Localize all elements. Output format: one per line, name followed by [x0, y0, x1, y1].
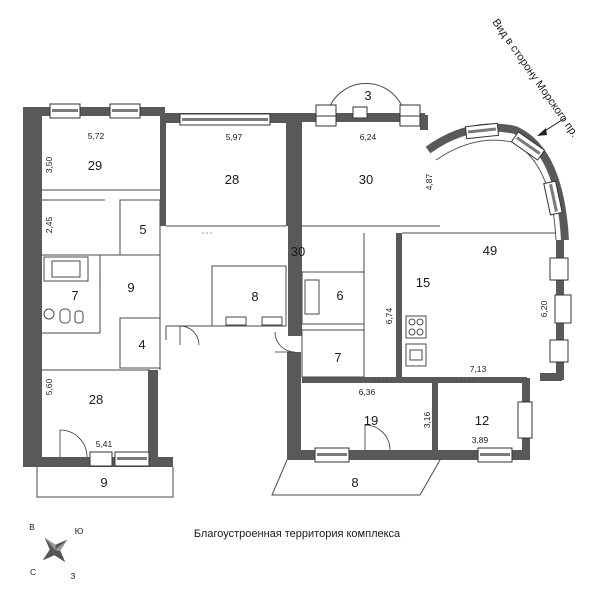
- room-areas: 29 28 30 3 49 5 30 7 9 8 6 15 4 7 28 19 …: [71, 88, 497, 490]
- room-area-28-top: 28: [225, 172, 239, 187]
- room-area-9-balcony: 9: [100, 475, 107, 490]
- dim-7-13: 7,13: [470, 364, 487, 374]
- room-area-12: 12: [475, 413, 489, 428]
- room-area-4: 4: [138, 337, 145, 352]
- dim-5-41: 5,41: [96, 439, 113, 449]
- compass-rose-icon: В Ю С З: [29, 522, 84, 581]
- room-area-7-small: 7: [334, 350, 341, 365]
- compass-w: З: [70, 571, 75, 581]
- compass-e: Ю: [75, 526, 84, 536]
- dim-6-24: 6,24: [360, 132, 377, 142]
- room-area-30-hall: 30: [291, 244, 305, 259]
- dim-5-72: 5,72: [88, 131, 105, 141]
- room-area-28-bottom: 28: [89, 392, 103, 407]
- dim-5-60: 5,60: [44, 378, 54, 395]
- room-49-bay: [425, 122, 569, 241]
- street-direction: Вид в сторону Морского пр.: [490, 17, 581, 140]
- room-area-5: 5: [139, 222, 146, 237]
- inner-walls: [42, 189, 556, 378]
- direction-arrow-icon: [537, 128, 547, 136]
- dim-3-16: 3,16: [422, 411, 432, 428]
- room-area-9-hall: 9: [127, 280, 134, 295]
- dimensions: 5,72 5,97 6,24 3,50 2,45 4,87 6,74 6,20 …: [44, 131, 549, 449]
- dim-6-74: 6,74: [384, 307, 394, 324]
- windows: [49, 103, 572, 467]
- dim-3-89: 3,89: [472, 435, 489, 445]
- room-area-30-top: 30: [359, 172, 373, 187]
- doors: [59, 232, 476, 458]
- caption-territory: Благоустроенная территория комплекса: [194, 528, 401, 540]
- street-label: Вид в сторону Морского пр.: [490, 17, 581, 140]
- compass-n: В: [29, 522, 35, 532]
- dim-3-50: 3,50: [44, 156, 54, 173]
- room-area-29: 29: [88, 158, 102, 173]
- balconies: [36, 459, 441, 498]
- room-area-15: 15: [416, 275, 430, 290]
- dim-2-45: 2,45: [44, 216, 54, 233]
- room-area-8-balcony: 8: [351, 475, 358, 490]
- room-area-49: 49: [483, 243, 497, 258]
- dim-6-20: 6,20: [539, 300, 549, 317]
- compass-s: С: [30, 567, 36, 577]
- fixtures: [43, 256, 427, 367]
- room-area-6: 6: [336, 288, 343, 303]
- room-area-19: 19: [364, 413, 378, 428]
- room-area-7-bath: 7: [71, 288, 78, 303]
- dim-6-36: 6,36: [359, 387, 376, 397]
- dim-4-87: 4,87: [424, 173, 434, 190]
- room-area-8-center: 8: [251, 289, 258, 304]
- dim-5-97: 5,97: [226, 132, 243, 142]
- room-area-3-bay: 3: [364, 88, 371, 103]
